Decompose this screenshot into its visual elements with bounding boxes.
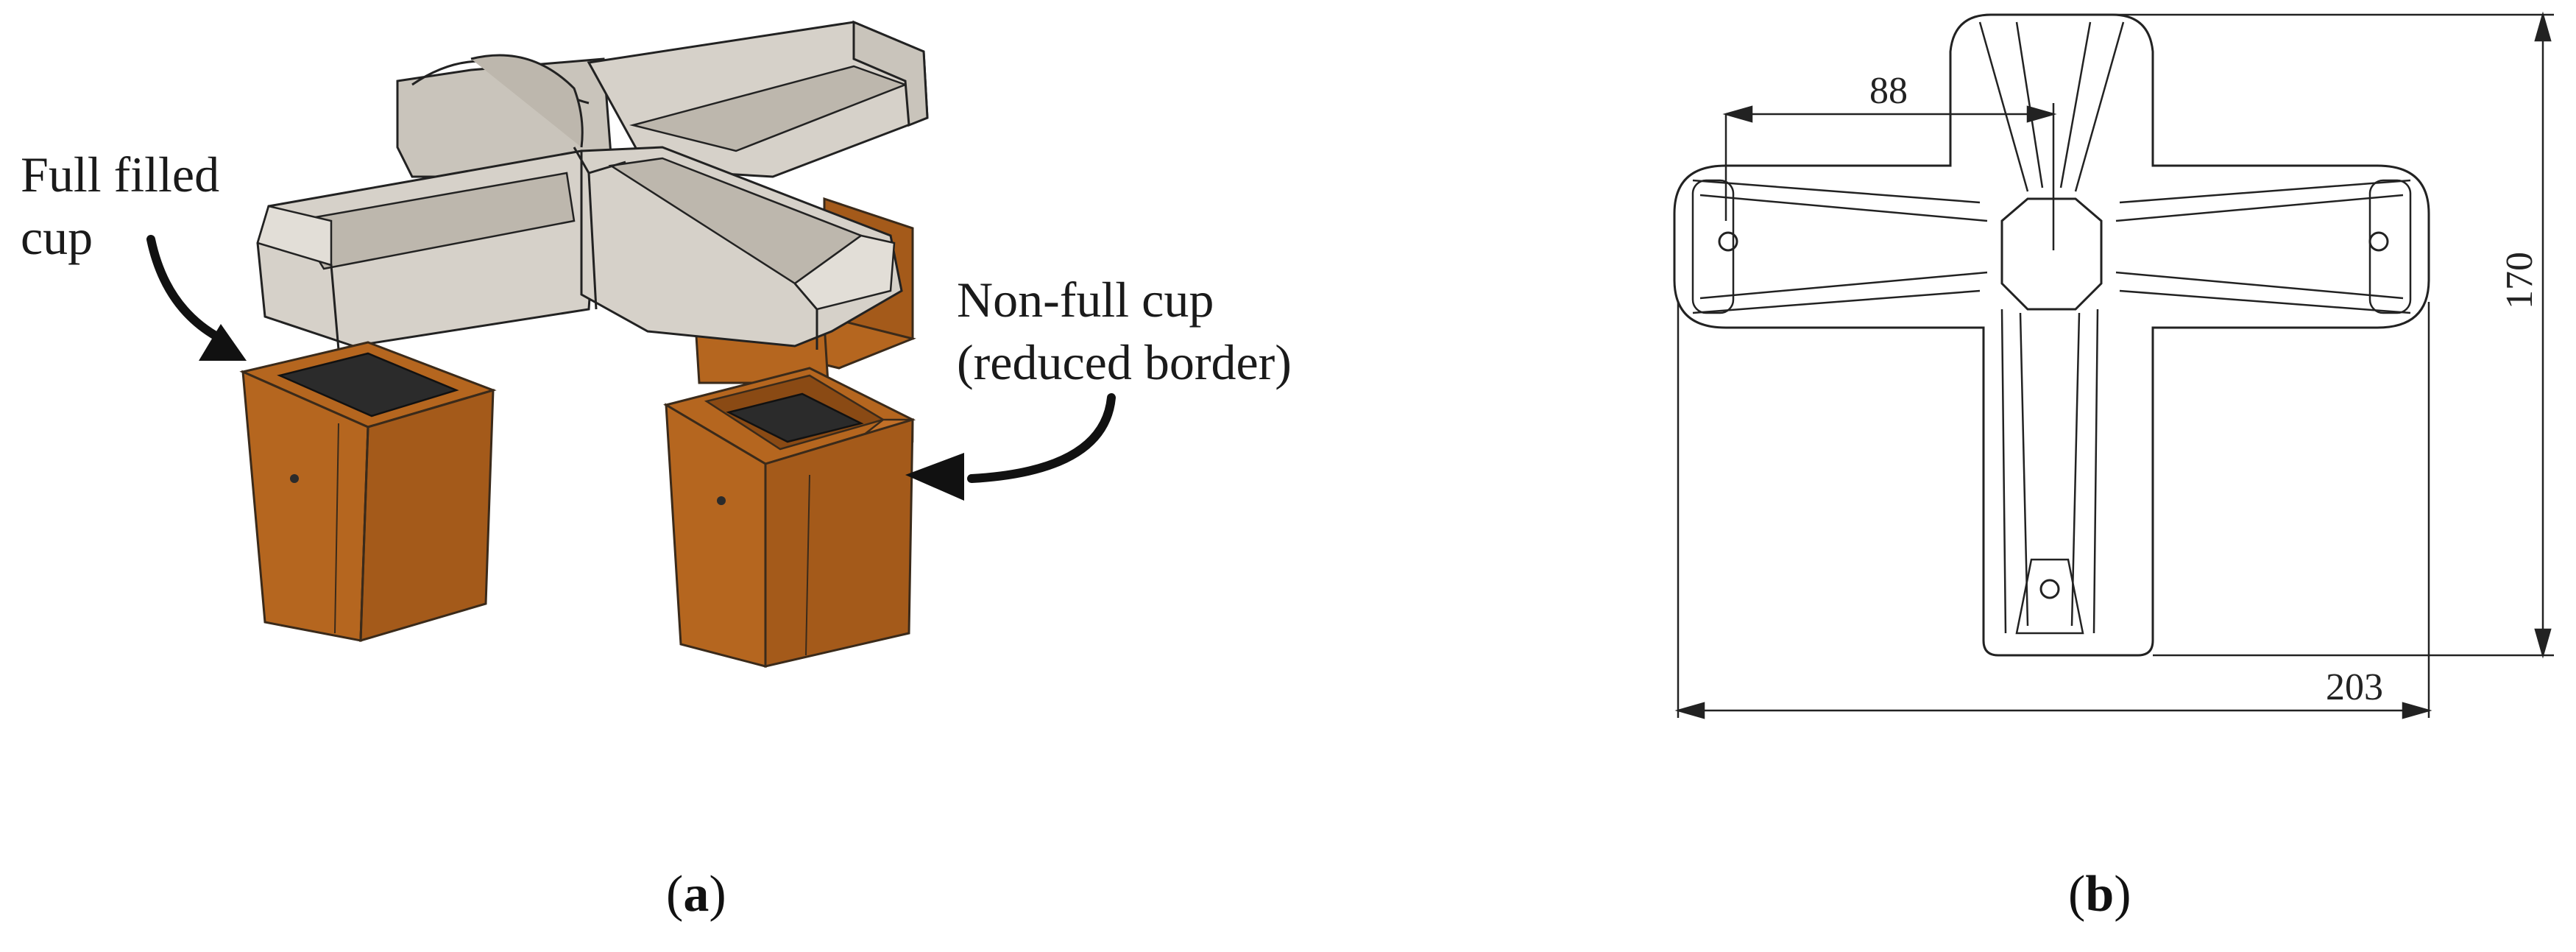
non-full-cup <box>663 367 916 668</box>
caption-a-letter: a <box>683 866 710 923</box>
dimension-label-88: 88 <box>1869 70 1908 112</box>
hole-right <box>2368 231 2389 252</box>
hole-left <box>1718 231 1738 252</box>
dimension-203 <box>1674 302 2432 719</box>
caption-b: (b) <box>2068 866 2131 923</box>
arrow-non-full-cup <box>905 393 1116 501</box>
hole-bottom <box>2039 579 2060 599</box>
arrow-full-cup <box>146 235 247 361</box>
label-full-filled-cup-line1: Full filled <box>21 147 219 202</box>
label-full-filled-cup-line2: cup <box>21 209 93 265</box>
full-filled-cup <box>239 341 497 643</box>
panel-a-illustration: Full filled cup Non-full cup (reduced bo… <box>21 20 1292 668</box>
dimension-label-170: 170 <box>2499 252 2541 309</box>
label-non-full-cup-line2: (reduced border) <box>957 334 1292 390</box>
cross-mold <box>256 20 929 350</box>
caption-b-letter: b <box>2085 866 2115 923</box>
dimension-170 <box>2112 11 2554 659</box>
dimension-label-203: 203 <box>2326 666 2383 708</box>
panel-b-technical-drawing <box>1673 11 2554 719</box>
center-hub <box>2000 197 2103 311</box>
label-non-full-cup-line1: Non-full cup <box>957 272 1214 328</box>
cross-outline <box>1673 13 2430 657</box>
dimension-88 <box>1722 103 2057 250</box>
caption-a: (a) <box>666 866 726 923</box>
